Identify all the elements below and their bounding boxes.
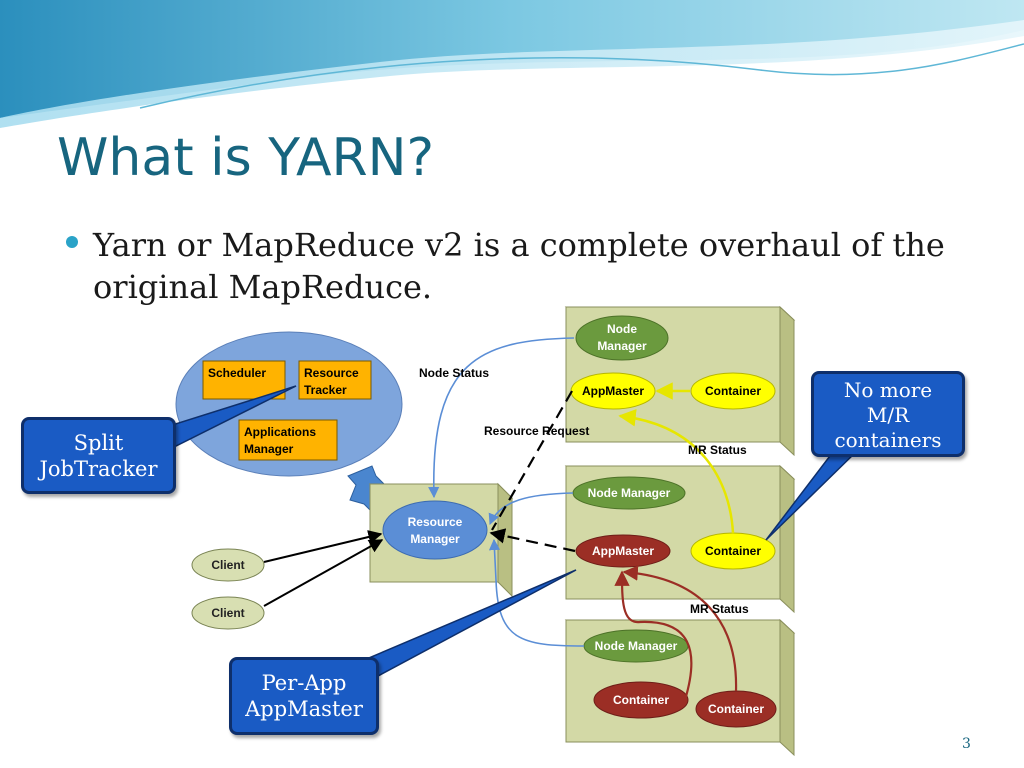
callout-per-app-line-2: AppMaster bbox=[245, 697, 363, 721]
callout-no-more-line-3: containers bbox=[834, 428, 942, 452]
container-top bbox=[690, 372, 776, 410]
container-bottom-2-label: Container bbox=[708, 702, 764, 716]
applications-manager-label-1: Applications bbox=[244, 425, 316, 439]
mr-status-label-2: MR Status bbox=[690, 602, 749, 616]
resource-tracker-label-1: Resource bbox=[304, 366, 359, 380]
scheduler-label: Scheduler bbox=[208, 366, 266, 380]
appmaster-middle-label: AppMaster bbox=[592, 544, 654, 558]
node-manager-top-label-2: Manager bbox=[597, 339, 647, 353]
header-wave-decoration bbox=[0, 0, 1024, 128]
resource-manager-label-1: Resource bbox=[408, 515, 463, 529]
client-node-2 bbox=[191, 596, 265, 630]
container-top-label: Container bbox=[705, 384, 761, 398]
slide-title: What is YARN? bbox=[57, 128, 435, 188]
node-manager-bottom-label: Node Manager bbox=[595, 639, 678, 653]
resource-request-label: Resource Request bbox=[484, 424, 589, 438]
applications-manager-label-2: Manager bbox=[244, 442, 294, 456]
rm-box-side bbox=[497, 482, 513, 598]
resource-manager-node bbox=[382, 500, 488, 560]
node-manager-top-label-1: Node bbox=[607, 322, 637, 336]
container-bottom-1-label: Container bbox=[613, 693, 669, 707]
client-node-1 bbox=[191, 548, 265, 582]
client-label-2: Client bbox=[211, 606, 244, 620]
callout-split-jobtracker: Split JobTracker bbox=[21, 417, 176, 494]
bullet-text: Yarn or MapReduce v2 is a complete overh… bbox=[93, 226, 945, 306]
bullet-icon bbox=[66, 236, 78, 248]
client-label-1: Client bbox=[211, 558, 244, 572]
callout-split-line-2: JobTracker bbox=[39, 457, 158, 481]
callout-no-more-mr-containers: No more M/R containers bbox=[811, 371, 965, 457]
resource-tracker-box bbox=[298, 360, 372, 400]
callout-no-more-line-1: No more bbox=[843, 378, 933, 402]
node-manager-middle-label: Node Manager bbox=[588, 486, 671, 500]
node-status-label: Node Status bbox=[419, 366, 489, 380]
resource-manager-label-2: Manager bbox=[410, 532, 460, 546]
appmaster-top-label: AppMaster bbox=[582, 384, 644, 398]
scheduler-box bbox=[202, 360, 286, 400]
callout-split-line-1: Split bbox=[73, 431, 124, 455]
callout-per-app-line-1: Per-App bbox=[261, 671, 347, 695]
callout-no-more-line-2: M/R bbox=[866, 403, 910, 427]
page-number: 3 bbox=[962, 736, 971, 752]
node-manager-top bbox=[575, 315, 669, 361]
applications-manager-box bbox=[238, 419, 338, 461]
resource-tracker-label-2: Tracker bbox=[304, 383, 347, 397]
callout-per-app-appmaster: Per-App AppMaster bbox=[229, 657, 379, 735]
mr-status-label-1: MR Status bbox=[688, 443, 747, 457]
container-middle-label: Container bbox=[705, 544, 761, 558]
container-bottom-1 bbox=[593, 681, 689, 719]
